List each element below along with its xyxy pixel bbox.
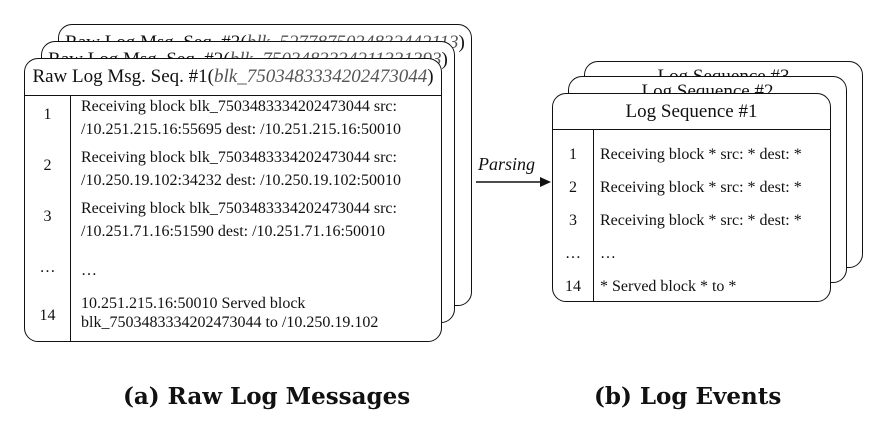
event-number-column — [553, 129, 594, 301]
event-line-number: 1 — [569, 146, 577, 163]
log-event: * Served block * to * — [600, 278, 737, 295]
log-event: Receiving block * src: * dest: * — [600, 179, 802, 196]
raw-log-card-1: Raw Log Msg. Seq. #1(blk_750348333420247… — [24, 58, 442, 342]
raw-line-number: 3 — [43, 208, 52, 225]
raw-line-number: … — [39, 259, 56, 276]
log-event: Receiving block * src: * dest: * — [600, 212, 802, 229]
raw-log-line: 10.251.215.16:50010 Served block blk_750… — [81, 295, 379, 331]
event-line-number: 3 — [569, 212, 577, 229]
log-sequence-card-1: Log Sequence #1 1 Receiving block * src:… — [552, 93, 831, 302]
log-event: Receiving block * src: * dest: * — [600, 146, 802, 163]
event-line-number: … — [565, 245, 581, 262]
parsing-label: Parsing — [478, 154, 536, 174]
raw-log-card-1-title: Raw Log Msg. Seq. #1(blk_750348333420247… — [25, 59, 441, 96]
raw-line-number: 14 — [39, 307, 56, 324]
raw-log-line: Receiving block blk_7503483334202473044 … — [81, 200, 397, 240]
caption-log-events: (b) Log Events — [594, 383, 782, 410]
caption-raw-log-messages: (a) Raw Log Messages — [123, 383, 411, 410]
raw-line-number: 1 — [43, 106, 52, 123]
parsing-arrow — [476, 177, 551, 187]
log-sequence-card-1-title: Log Sequence #1 — [553, 94, 830, 130]
log-event: … — [600, 245, 616, 262]
raw-log-line: … — [81, 262, 97, 279]
raw-line-number: 2 — [43, 157, 52, 174]
event-line-number: 2 — [569, 179, 577, 196]
event-line-number: 14 — [565, 278, 581, 295]
line-number-column — [25, 95, 71, 341]
raw-log-line: Receiving block blk_7503483334202473044 … — [81, 149, 401, 189]
raw-log-line: Receiving block blk_7503483334202473044 … — [81, 98, 401, 138]
